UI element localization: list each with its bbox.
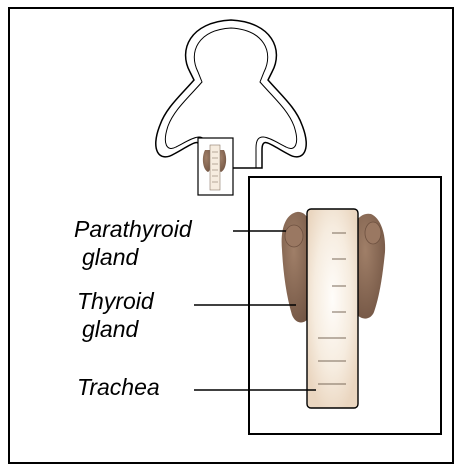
thyroid-label-line1: Thyroid — [77, 288, 155, 314]
parathyroid-left — [285, 225, 303, 247]
trachea — [307, 209, 358, 408]
thyroid-label-line2: gland — [82, 316, 139, 342]
trachea-label: Trachea — [77, 374, 160, 400]
parathyroid-right — [365, 222, 381, 244]
parathyroid-label-line1: Parathyroid — [74, 216, 193, 242]
parathyroid-label-line2: gland — [82, 244, 139, 270]
